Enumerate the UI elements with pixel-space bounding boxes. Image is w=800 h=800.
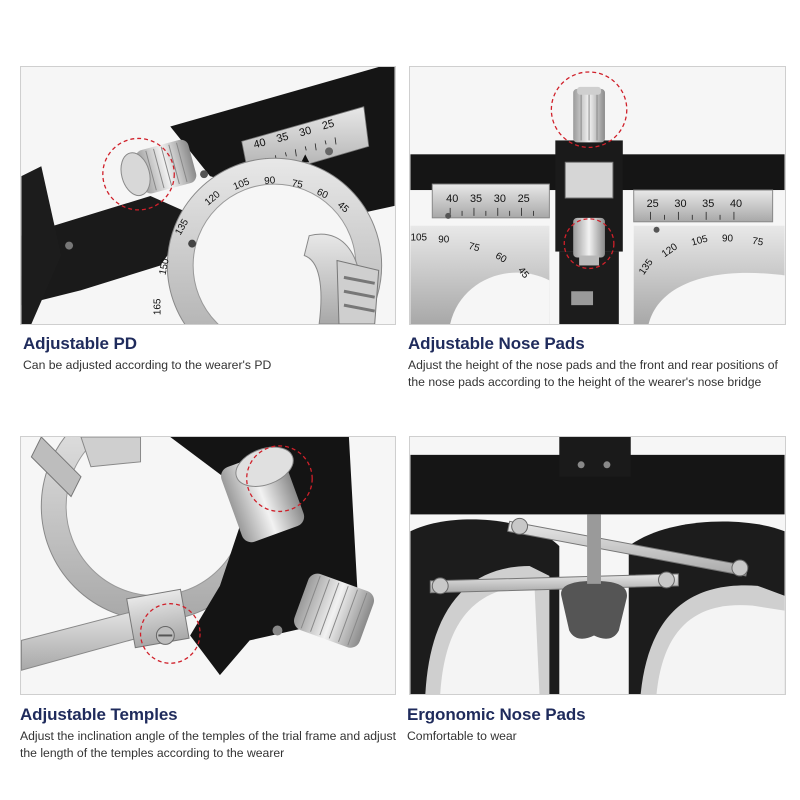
dial-label: 105 — [410, 233, 427, 244]
adjustment-rods — [429, 517, 749, 595]
dial-label: 75 — [467, 241, 481, 255]
frame-arm — [21, 195, 196, 306]
pd-scale-left: 40 35 30 25 — [431, 183, 550, 219]
lens-ring — [30, 437, 270, 622]
highlight-circle-top — [550, 71, 628, 149]
scale-label: 25 — [647, 198, 659, 210]
highlight-circle-bottom — [139, 603, 201, 664]
dial-label: 60 — [315, 187, 330, 202]
scale-label: 30 — [494, 193, 506, 205]
scale-label: 25 — [518, 193, 530, 205]
feature-title: Ergonomic Nose Pads — [407, 705, 586, 724]
caption-adjustable-temples: Adjustable Temples Adjust the inclinatio… — [20, 705, 396, 762]
dial-label: 75 — [291, 178, 304, 191]
left-dial: 105 90 75 60 45 — [410, 225, 550, 324]
dial-label: 90 — [722, 234, 734, 245]
highlight-circle — [102, 137, 175, 211]
dial-label: 60 — [493, 251, 508, 266]
ergonomic-nose-pads-illustration — [410, 437, 785, 694]
right-dial: 135 120 105 90 75 — [633, 225, 785, 324]
pd-scale-label: 35 — [275, 131, 290, 146]
scale-label: 35 — [702, 198, 714, 210]
feature-title: Adjustable Nose Pads — [408, 334, 585, 353]
lens-clips — [303, 233, 380, 324]
dial-label: 165 — [152, 298, 163, 315]
lens-rims — [410, 519, 785, 694]
dial-label: 90 — [438, 235, 450, 246]
top-knob — [221, 446, 305, 543]
adjustable-temples-illustration — [21, 437, 395, 694]
image-ergonomic-nose-pads — [409, 436, 786, 695]
pd-scale-label: 40 — [252, 137, 267, 152]
scale-label: 40 — [730, 198, 742, 210]
adjustable-pd-illustration: 40 35 30 25 120 105 90 75 60 45 — [21, 67, 395, 324]
adjustable-nose-pads-illustration: 40 35 30 25 25 30 35 40 — [410, 67, 785, 324]
dial-label: 105 — [690, 233, 709, 248]
image-adjustable-temples — [20, 436, 396, 695]
image-adjustable-nose-pads: 40 35 30 25 25 30 35 40 — [409, 66, 786, 325]
scale-label: 30 — [674, 198, 686, 210]
dial-label: 90 — [264, 175, 276, 187]
temple-knob — [293, 573, 375, 648]
pd-scale-right: 25 30 35 40 — [633, 189, 774, 223]
scale-label: 35 — [470, 193, 482, 205]
highlight-circle-top — [246, 445, 313, 513]
caption-adjustable-nose-pads: Adjustable Nose Pads Adjust the height o… — [408, 334, 788, 391]
image-adjustable-pd: 40 35 30 25 120 105 90 75 60 45 — [20, 66, 396, 325]
depth-knob — [573, 217, 605, 266]
height-knob — [573, 86, 605, 143]
scale-label: 40 — [446, 193, 458, 205]
feature-description: Can be adjusted according to the wearer'… — [23, 358, 272, 372]
pd-scale-label: 30 — [298, 125, 313, 140]
temple-bar — [21, 588, 190, 671]
pd-adjustment-knob — [120, 139, 197, 197]
dial-label: 75 — [751, 236, 764, 249]
highlight-circle-bottom — [563, 218, 615, 270]
caption-adjustable-pd: Adjustable PD Can be adjusted according … — [23, 334, 393, 374]
angle-dial: 120 105 90 75 60 45 135 150 165 — [152, 157, 383, 324]
dial-label: 150 — [158, 257, 172, 276]
feature-title: Adjustable PD — [23, 334, 137, 353]
caption-ergonomic-nose-pads: Ergonomic Nose Pads Comfortable to wear — [407, 705, 787, 745]
feature-description: Adjust the height of the nose pads and t… — [408, 358, 778, 389]
feature-title: Adjustable Temples — [20, 705, 178, 724]
feature-description: Comfortable to wear — [407, 729, 517, 743]
feature-description: Adjust the inclination angle of the temp… — [20, 729, 397, 760]
nose-pad — [561, 514, 627, 639]
pd-scale-label: 25 — [321, 118, 336, 133]
